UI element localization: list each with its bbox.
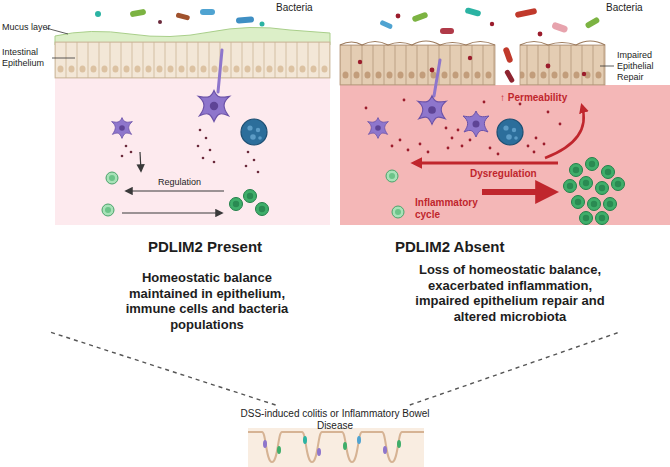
dendrite-process	[434, 60, 440, 96]
inflamed-panel-art	[340, 7, 670, 225]
t-cell	[570, 164, 583, 177]
epithelium-layer	[55, 42, 330, 78]
t-cell	[596, 182, 609, 195]
condition-panel: PDLIM2 PresentHomeostatic balance mainta…	[40, 0, 330, 332]
crypt-cell	[343, 442, 347, 450]
damaged-epithelium	[340, 45, 495, 85]
colon-tissue	[248, 428, 424, 467]
t-cell	[244, 190, 257, 203]
t-cell	[588, 198, 601, 211]
colon-section	[248, 428, 424, 467]
lamina-propria	[55, 78, 330, 225]
bacterium	[502, 46, 513, 63]
bacteria-label: Bacteria	[276, 2, 313, 14]
panel-heading: PDLIM2 Absent	[395, 238, 595, 256]
panel-summary: Homeostatic balance maintained in epithe…	[112, 270, 302, 332]
bacterium	[200, 9, 215, 15]
regulation-arrow	[126, 190, 224, 191]
dendrite-process	[218, 50, 222, 92]
disease-caption: DSS-induced colitis or Inflammatory Bowe…	[225, 408, 445, 432]
crypt-cell	[263, 440, 267, 448]
t-cell	[580, 177, 593, 190]
leader-line	[600, 66, 614, 67]
condition-panel: PDLIM2 AbsentLoss of homeostatic balance…	[340, 0, 670, 332]
bacterium	[411, 11, 428, 22]
inflamed-lamina	[340, 85, 670, 225]
crypt-cell	[383, 446, 387, 454]
bacterium	[236, 16, 254, 24]
t-cell	[596, 212, 609, 225]
dashed-connector	[50, 332, 276, 405]
macrophage	[497, 119, 523, 145]
disease-panel: DSS-induced colitis or Inflammatory Bowe…	[225, 405, 445, 467]
bacteria-dots	[358, 14, 586, 77]
inflammation-arrow	[482, 189, 552, 195]
bacterium	[379, 20, 393, 30]
t-cell	[602, 166, 615, 179]
crypt-cell	[303, 436, 307, 444]
bacterium	[515, 8, 538, 18]
t-cell	[572, 196, 585, 209]
panel-summary: Loss of homeostatic balance, exacerbated…	[410, 262, 610, 324]
dendritic-cell	[463, 111, 489, 137]
crypt-cell	[317, 448, 321, 456]
bacterium	[464, 7, 481, 17]
bacterium	[551, 21, 568, 33]
t-cell	[604, 198, 617, 211]
bacteria-label: Bacteria	[606, 2, 643, 14]
process-label: ↑ Permeability	[500, 92, 567, 104]
t-cell	[102, 204, 114, 216]
t-cell	[106, 172, 118, 184]
dendritic-cell	[418, 96, 447, 125]
layer-label: Mucus layer	[2, 22, 52, 33]
dendritic-cell	[198, 90, 229, 121]
bacterium	[130, 9, 147, 18]
crypt-outline	[248, 432, 424, 462]
healthy-panel-art	[46, 9, 330, 225]
crypt-cell	[357, 436, 361, 444]
dashed-connector	[410, 332, 620, 405]
epithelium-label: Impaired Epithelial Repair	[617, 50, 669, 82]
macrophage	[241, 119, 267, 145]
t-cell	[580, 212, 593, 225]
bacterium	[584, 16, 600, 29]
bacterium	[175, 12, 190, 20]
t-cell	[612, 178, 625, 191]
crypt-cell	[397, 440, 401, 448]
bacterium	[440, 28, 454, 34]
cytokine-dots	[121, 129, 260, 174]
crypt-cell	[277, 446, 281, 454]
t-cell	[230, 198, 243, 211]
t-cell	[256, 203, 269, 216]
process-label: Dysregulation	[470, 168, 537, 180]
t-cell	[386, 170, 398, 182]
dysregulation-arrow	[414, 162, 558, 165]
bacterium	[504, 69, 515, 84]
damaged-epithelium	[520, 45, 605, 85]
t-cell	[564, 180, 577, 193]
permeability-arrow	[545, 106, 584, 158]
t-cell	[586, 158, 599, 171]
t-cell	[392, 206, 404, 218]
bacterium	[158, 20, 162, 24]
process-label: Regulation	[158, 177, 201, 188]
panel-heading: PDLIM2 Present	[60, 238, 350, 256]
cytokine-dots	[365, 99, 562, 156]
process-label: Inflammatory cycle	[415, 197, 477, 221]
bacterium	[95, 11, 101, 17]
leader-line	[52, 58, 75, 59]
regulation-arrow	[122, 212, 222, 213]
signal-arrow	[140, 152, 141, 171]
damaged-brush-border	[340, 41, 605, 45]
layer-label: Intestinal Epithelium	[2, 47, 54, 69]
bacterium	[260, 22, 265, 27]
dendritic-cell	[368, 118, 389, 139]
dendritic-cell	[112, 118, 133, 139]
